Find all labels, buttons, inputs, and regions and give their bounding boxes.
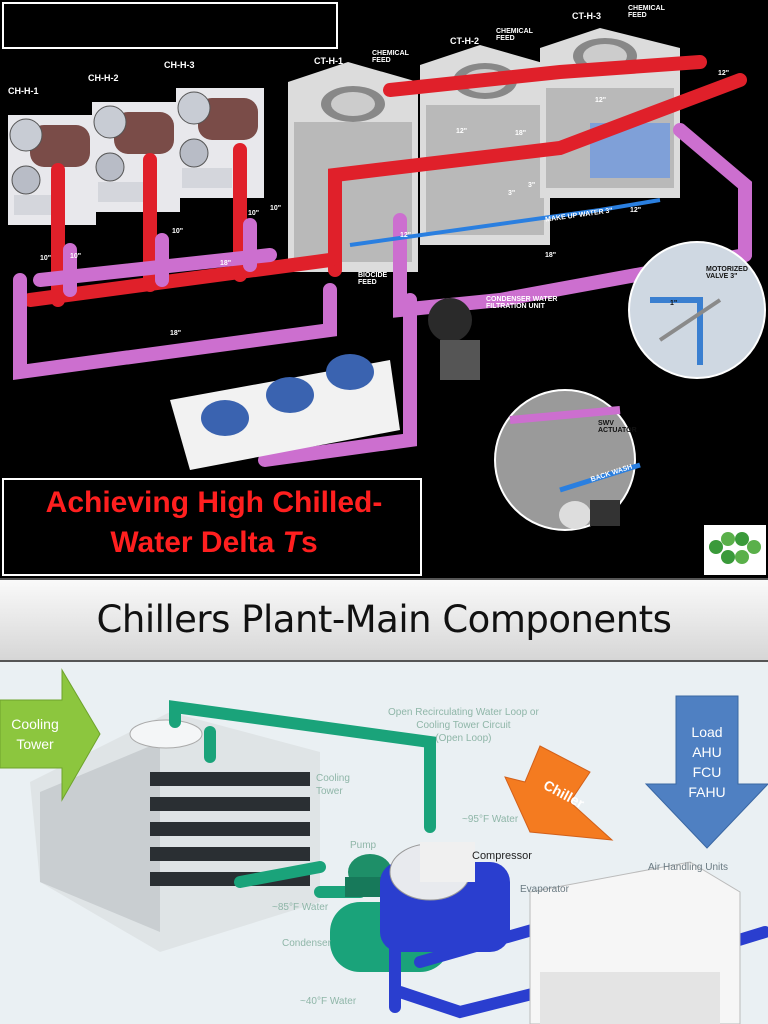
slide-subtitle-box: Achieving High Chilled- Water Delta Ts xyxy=(2,478,422,576)
chiller-arrow-shape xyxy=(504,745,614,841)
pipe-size-tag: 10" xyxy=(70,253,82,260)
pipe-size-tag: 10" xyxy=(270,205,282,212)
compressor-label: Compressor xyxy=(472,850,532,862)
air-handling-units-label: Air Handling Units xyxy=(648,862,729,873)
pipe-size-tag: 12" xyxy=(595,97,607,104)
chiller-label-2: CH-H-2 xyxy=(88,73,119,83)
blank-header-box xyxy=(2,2,338,49)
pipe-size-tag: 18" xyxy=(170,330,182,337)
pipe-size-tag: 12" xyxy=(718,70,730,77)
components-illustration xyxy=(0,668,768,1024)
pipe-size-tag: 12" xyxy=(400,232,412,239)
pipe-size-tag: 10" xyxy=(172,228,184,235)
pipe-size-tag: 10" xyxy=(248,210,260,217)
pipe-size-tag: 18" xyxy=(545,252,557,259)
cooling-tower-arrow-shape xyxy=(0,668,101,802)
pipe-size-tag: 18" xyxy=(515,130,527,137)
actuator-label: SWV ACTUATOR xyxy=(598,420,637,434)
leaf-logo-icon xyxy=(709,532,761,564)
tower-label-3: CT-H-3 xyxy=(572,11,601,21)
chemical-feed-label-3: CHEMICAL FEED xyxy=(628,5,665,19)
air-handling-unit xyxy=(529,861,741,1024)
tower-label-1: CT-H-1 xyxy=(314,56,343,66)
tower-label-2: CT-H-2 xyxy=(450,36,479,46)
open-loop-label: Open Recirculating Water Loop or Cooling… xyxy=(388,707,539,744)
chiller-label-3: CH-H-3 xyxy=(164,60,195,70)
filtration-unit xyxy=(428,298,480,380)
subtitle-line-2: Water Delta Ts xyxy=(110,526,318,559)
makeup-water-pipe xyxy=(349,198,661,247)
cooling-tower-unit xyxy=(30,712,320,952)
pipe-size-tag: 1" xyxy=(670,300,678,307)
pipe-size-tag: 3" xyxy=(528,182,536,189)
evaporator-label: Evaporator xyxy=(520,884,569,895)
chiller-label-1: CH-H-1 xyxy=(8,86,39,96)
biocide-feed-label: BIOCIDE FEED xyxy=(358,272,388,286)
pump-label: Pump xyxy=(350,840,377,851)
condenser-water-loop xyxy=(169,700,436,898)
cooling-tower-arrow-label: Cooling Tower xyxy=(11,716,59,752)
chemical-feed-label-1: CHEMICAL FEED xyxy=(372,50,409,64)
plant-diagram-panel: CH-H-1 CH-H-2 CH-H-3 CT-H-1 CT-H-2 CT-H-… xyxy=(0,0,768,578)
pipe-size-tag: 12" xyxy=(456,128,468,135)
plant-illustration xyxy=(8,28,766,531)
cooling-tower-label: Cooling Tower xyxy=(316,773,350,797)
components-diagram-panel: Cooling Tower Chiller Load AHU FCU FAHU … xyxy=(0,662,768,1024)
heading-band: Chillers Plant-Main Components xyxy=(0,578,768,662)
motorized-valve-detail xyxy=(628,241,766,379)
actuator-detail xyxy=(494,389,641,531)
chemical-feed-label-2: CHEMICAL FEED xyxy=(496,28,533,42)
pipe-size-tag: 18" xyxy=(220,260,232,267)
pipe-size-tag: 10" xyxy=(40,255,52,262)
load-arrow-label: Load AHU FCU FAHU xyxy=(688,724,726,800)
condenser-label: Condenser xyxy=(282,938,331,949)
filtration-unit-label: CONDENSER WATER FILTRATION UNIT xyxy=(486,296,558,310)
water-40-label: ~40°F Water xyxy=(300,996,357,1007)
pump-skid xyxy=(170,354,400,470)
pipe-size-tag: 12" xyxy=(630,207,642,214)
chiller-units xyxy=(8,88,264,225)
motorized-valve-label: MOTORIZED VALVE 3" xyxy=(706,266,748,280)
logo xyxy=(704,525,766,575)
page-title: Chillers Plant-Main Components xyxy=(96,598,672,641)
pipe-size-tag: 3" xyxy=(508,190,516,197)
load-arrow-shape xyxy=(644,695,768,849)
water-95-label: ~95°F Water xyxy=(462,814,519,825)
subtitle-line-1: Achieving High Chilled- xyxy=(45,486,383,519)
water-85-label: ~85°F Water xyxy=(272,902,329,913)
